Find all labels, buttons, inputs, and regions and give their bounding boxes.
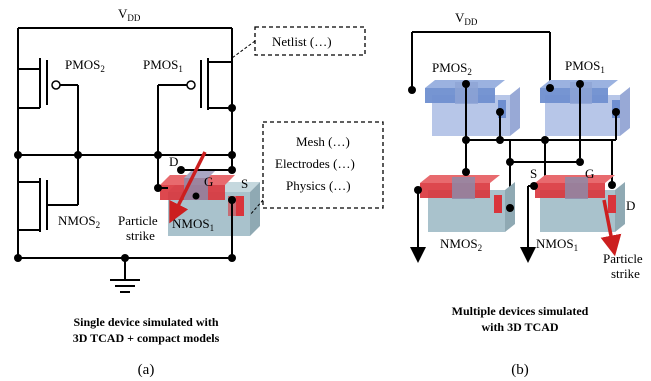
pmos1-label-a: PMOS1 (143, 57, 183, 74)
panel-label-b: (b) (511, 362, 529, 378)
nmos1-device-b (535, 175, 625, 232)
particle-text-2-a: strike (126, 228, 155, 243)
electrodes-text: Electrodes (…) (275, 156, 355, 171)
particle-arrow-b (600, 199, 622, 257)
term-g-a: G (204, 174, 213, 189)
caption-b-line1: Multiple devices simulated (452, 304, 589, 318)
particle-text-2-b: strike (611, 266, 640, 281)
netlist-text: Netlist (…) (272, 34, 332, 49)
mesh-text: Mesh (…) (296, 134, 350, 149)
term-s-b: S (530, 166, 537, 181)
tcad-settings-box (262, 121, 384, 209)
panel-label-a: (a) (138, 362, 155, 378)
pmos2-symbol-a (18, 58, 79, 155)
pmos1-label-b: PMOS1 (565, 58, 605, 75)
term-d-a: D (169, 154, 178, 169)
caption-a-line1: Single device simulated with (73, 315, 218, 329)
nmos2-label-a: NMOS2 (58, 213, 100, 230)
panel-a: VDD PMOS2 (14, 6, 384, 378)
pmos1-symbol-a (157, 58, 232, 155)
particle-text-1-b: Particle (603, 251, 643, 266)
vdd-label-b: VDD (455, 10, 478, 27)
caption-a-line2: 3D TCAD + compact models (73, 331, 220, 345)
particle-text-1-a: Particle (118, 213, 158, 228)
netlist-box (254, 26, 366, 56)
term-s-a: S (241, 176, 248, 191)
term-g-b: G (585, 166, 594, 181)
pmos2-label-b: PMOS2 (432, 60, 472, 77)
nmos2-symbol-a (18, 155, 79, 232)
nmos1-label-a: NMOS1 (172, 216, 214, 233)
panel-b: VDD PMOS2 PMOS1 (408, 10, 643, 378)
physics-text: Physics (…) (286, 178, 351, 193)
pmos2-device-b (425, 80, 520, 136)
particle-arrow-a (169, 151, 207, 224)
nmos1-label-b: NMOS1 (536, 236, 578, 253)
pmos2-label-a: PMOS2 (65, 57, 105, 74)
nmos2-label-b: NMOS2 (440, 236, 482, 253)
vdd-label-a: VDD (118, 6, 141, 23)
nmos2-device-b (420, 175, 515, 232)
caption-b-line2: with 3D TCAD (481, 320, 558, 334)
term-d-b: D (626, 198, 635, 213)
